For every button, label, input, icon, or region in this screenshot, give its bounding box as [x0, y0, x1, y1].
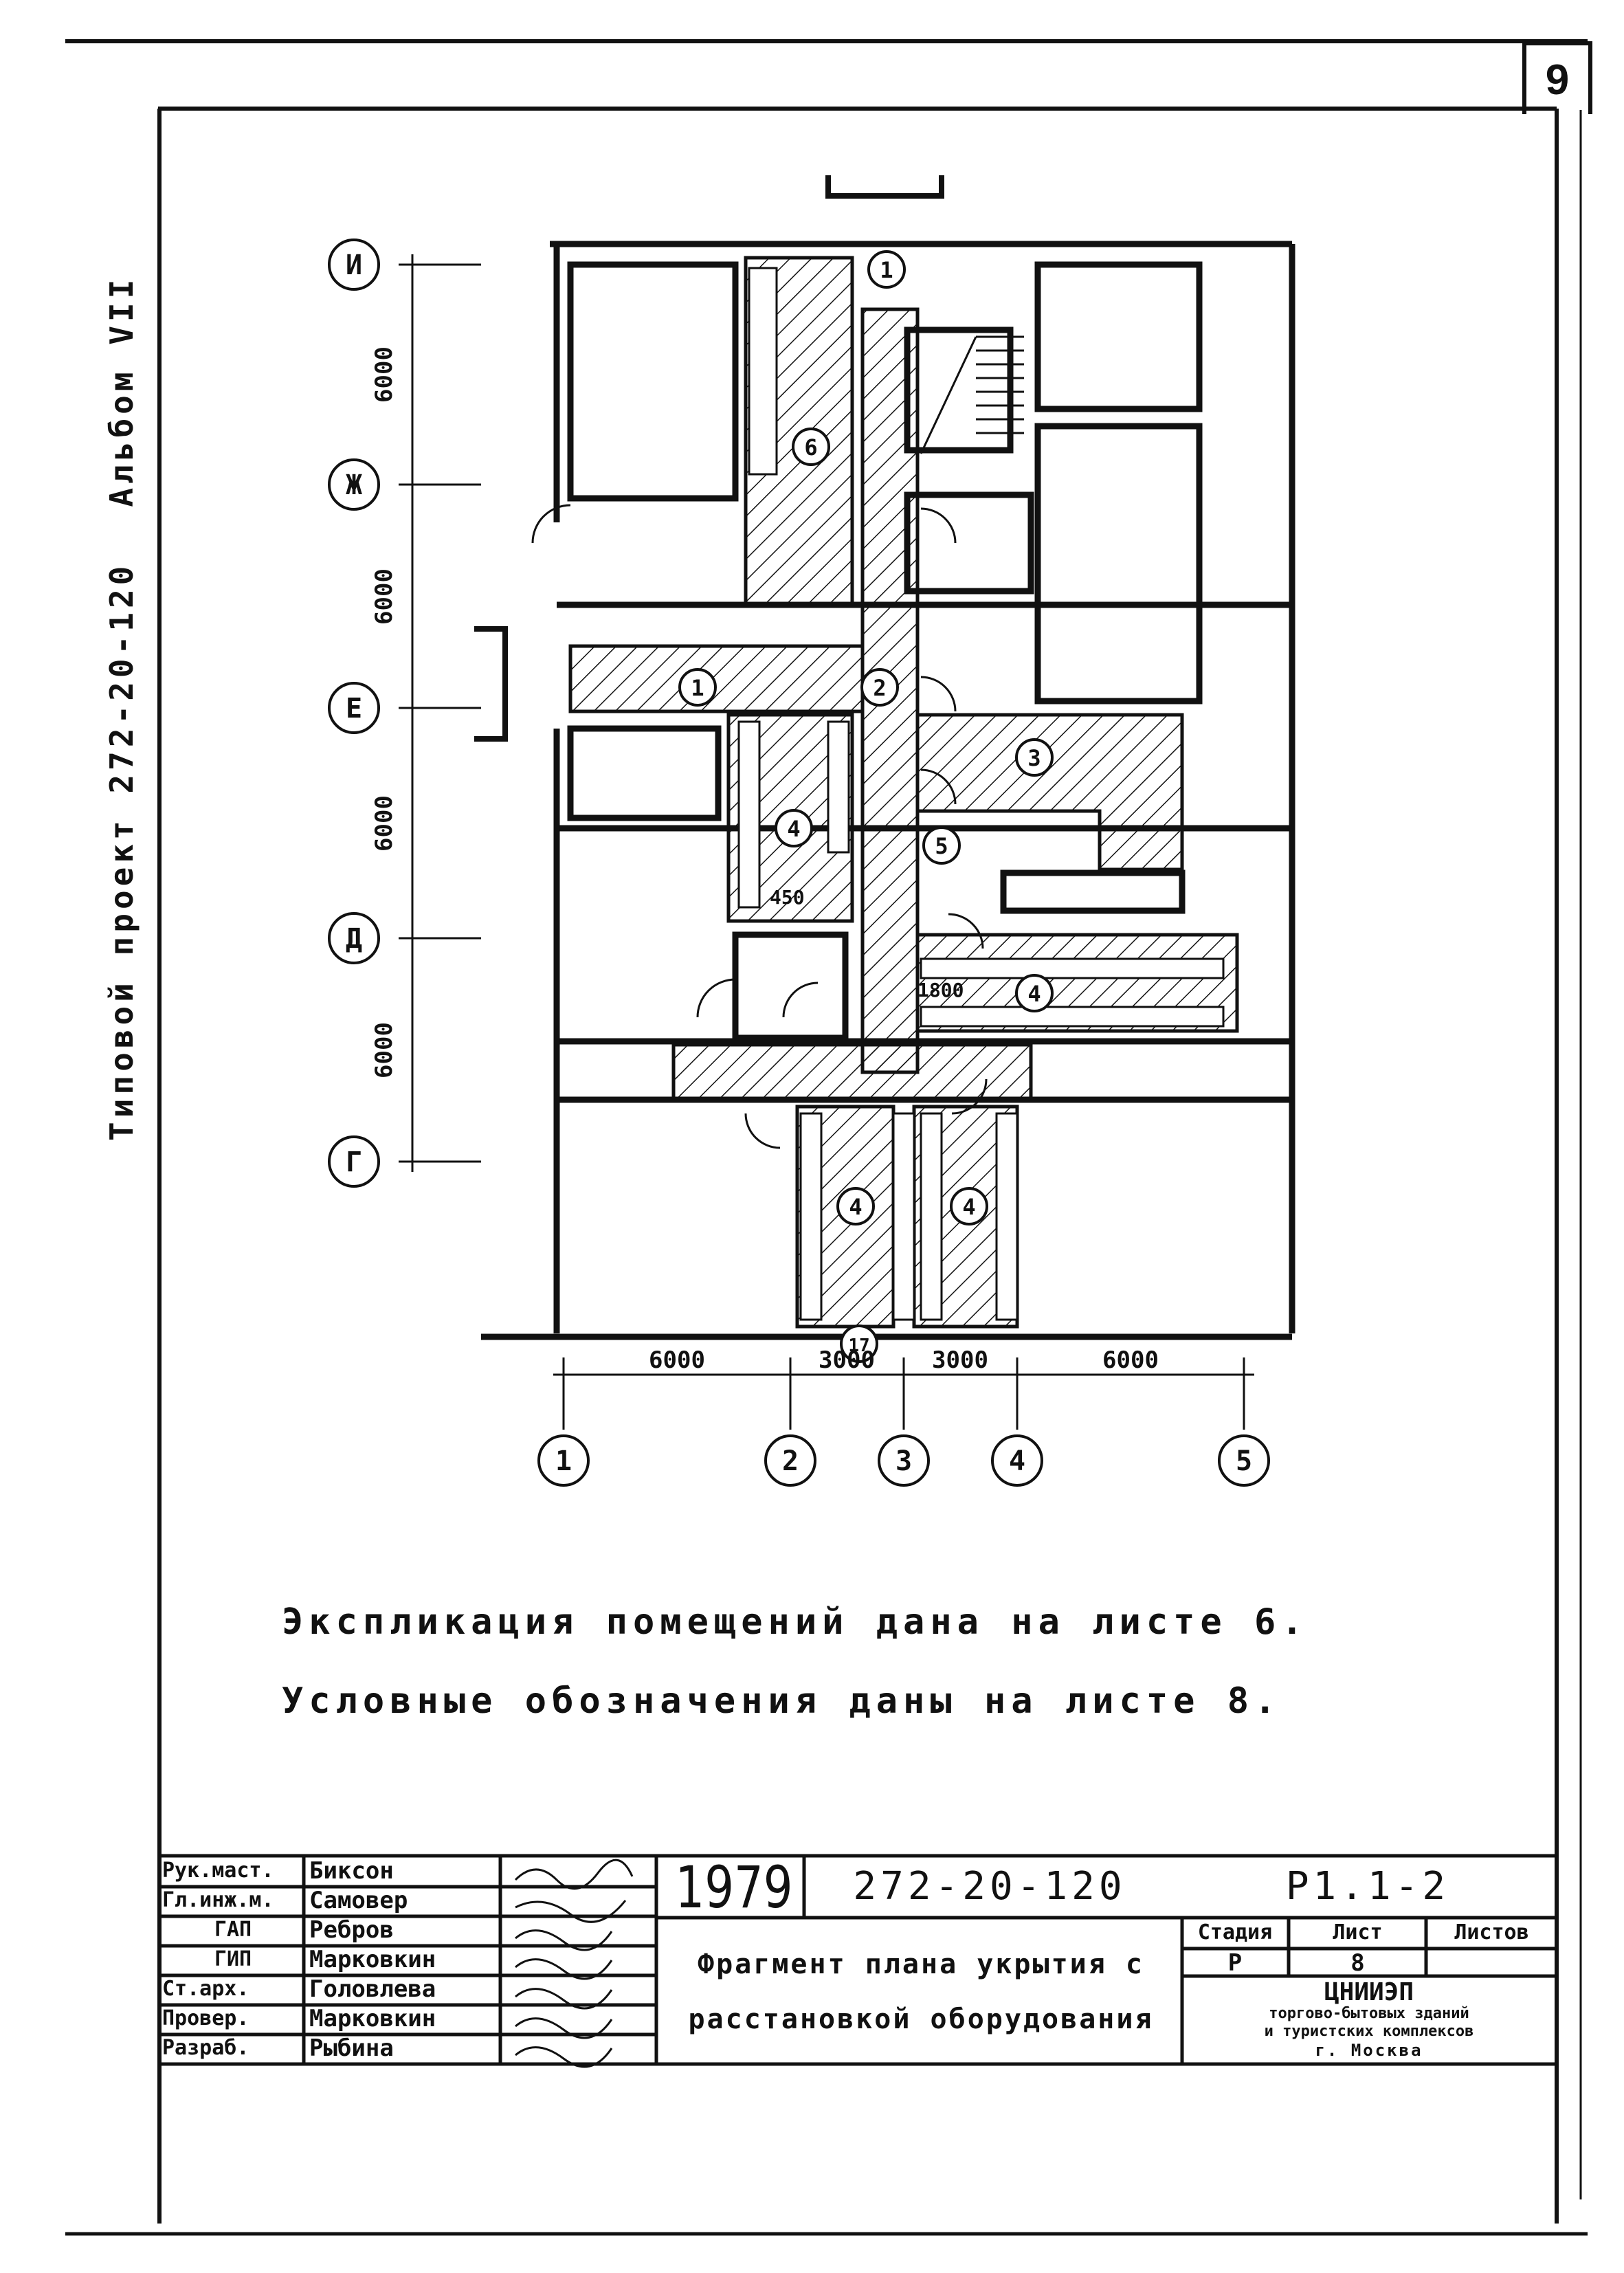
row-axis-bubbles [328, 239, 380, 1188]
row-dimension: 6000 [370, 568, 398, 625]
note-legend: Условные обозначения даны на листе 8. [282, 1681, 1282, 1722]
row-axis-lines [399, 254, 481, 1172]
room-marker: 6 [804, 434, 817, 461]
column-axis-label: 2 [782, 1445, 799, 1477]
staff-role: Разраб. [162, 2036, 249, 2060]
room-marker-labels: 1 1 2 3 4 5 4 4 4 6 17 [691, 257, 1041, 1356]
row-dimension: 6000 [370, 346, 398, 403]
staff-role: Провер. [162, 2006, 249, 2030]
row-dimension: 6000 [370, 1022, 398, 1078]
column-axis-label: 3 [896, 1445, 912, 1477]
row-axis-label: Ж [346, 469, 362, 501]
room-marker: 4 [1027, 981, 1041, 1007]
dim-450: 450 [770, 886, 805, 909]
door-swings [531, 504, 988, 1149]
row-axis-label: Д [346, 923, 362, 955]
column-axis-lines [553, 1357, 1254, 1430]
staff-row: Разраб. Рыбина [162, 2033, 657, 2063]
staff-name: Головлева [309, 1975, 436, 2003]
staff-role: ГАП [214, 1918, 252, 1942]
sheet-code: Р1.1-2 [1285, 1864, 1450, 1909]
sheet-number: 9 [1522, 41, 1592, 114]
stair [920, 335, 1024, 454]
room-marker: 5 [935, 833, 948, 859]
drawing-title-line2: расстановкой оборудования [688, 2004, 1154, 2035]
room-marker: 4 [962, 1194, 975, 1220]
staff-row: ГИП Марковкин [162, 1944, 657, 1974]
room-marker: 4 [787, 816, 800, 842]
row-axis-label: Г [346, 1146, 362, 1178]
entrance-blocks [474, 175, 944, 742]
column-axis-label: 1 [555, 1445, 572, 1477]
column-dimension: 3000 [819, 1346, 875, 1374]
signatures [514, 1859, 634, 2068]
staff-table: Рук.маст. Биксон Гл.инж.м. Самовер ГАП Р… [162, 1856, 657, 2063]
row-axis-label: И [346, 250, 362, 281]
staff-name: Ребров [309, 1916, 394, 1944]
sheets-header: Листов [1454, 1920, 1529, 1944]
staff-row: Ст.арх. Головлева [162, 1974, 657, 2004]
staff-row: Провер. Марковкин [162, 2004, 657, 2033]
sheet-value: 8 [1350, 1949, 1365, 1977]
org-line1: торгово-бытовых зданий [1269, 2005, 1469, 2022]
stage-header: Стадия [1197, 1920, 1273, 1944]
plan-dimensions: 450 1800 [770, 886, 964, 1001]
staff-role: Гл.инж.м. [162, 1888, 274, 1912]
column-axis-bubbles [537, 1434, 1270, 1487]
staff-name: Биксон [309, 1856, 394, 1885]
sheet-header: Лист [1333, 1920, 1383, 1944]
staff-name: Марковкин [309, 2004, 436, 2032]
room-marker-circles [678, 250, 1054, 1363]
staff-name: Рыбина [309, 2034, 394, 2062]
room-marker: 1 [691, 675, 704, 701]
room-marker: 4 [849, 1194, 862, 1220]
staff-name: Самовер [309, 1886, 408, 1914]
row-dimension: 6000 [370, 795, 398, 852]
row-axis-label: Е [346, 693, 362, 724]
staff-role: Ст.арх. [162, 1977, 249, 2001]
org-city: г. Москва [1315, 2041, 1423, 2060]
column-axis-label: 5 [1236, 1445, 1252, 1477]
column-axis-label: 4 [1009, 1445, 1025, 1477]
column-dimension: 6000 [1102, 1346, 1159, 1374]
project-code: 272-20-120 [853, 1864, 1126, 1909]
org-name: ЦНИИЭП [1324, 1978, 1414, 2006]
bench-equipment [737, 267, 1225, 1321]
room-marker: 3 [1027, 745, 1041, 771]
room-marker: 1 [880, 257, 893, 283]
drawing-title-line1: Фрагмент плана укрытия с [698, 1949, 1144, 1980]
column-dimension: 3000 [932, 1346, 988, 1374]
note-explication: Экспликация помещений дана на листе 6. [282, 1601, 1309, 1643]
dim-1800: 1800 [917, 979, 964, 1001]
staff-row: ГАП Ребров [162, 1915, 657, 1944]
staff-role: Рук.маст. [162, 1859, 274, 1883]
room-marker: 17 [848, 1335, 869, 1356]
org-line2: и туристских комплексов [1264, 2023, 1474, 2040]
staff-row: Гл.инж.м. Самовер [162, 1885, 657, 1915]
column-dimension: 6000 [649, 1346, 705, 1374]
room-marker: 2 [873, 675, 886, 701]
staff-row: Рук.маст. Биксон [162, 1856, 657, 1885]
stage-value: Р [1227, 1949, 1243, 1977]
year: 1979 [675, 1854, 793, 1921]
staff-name: Марковкин [309, 1945, 436, 1973]
staff-role: ГИП [214, 1947, 252, 1971]
